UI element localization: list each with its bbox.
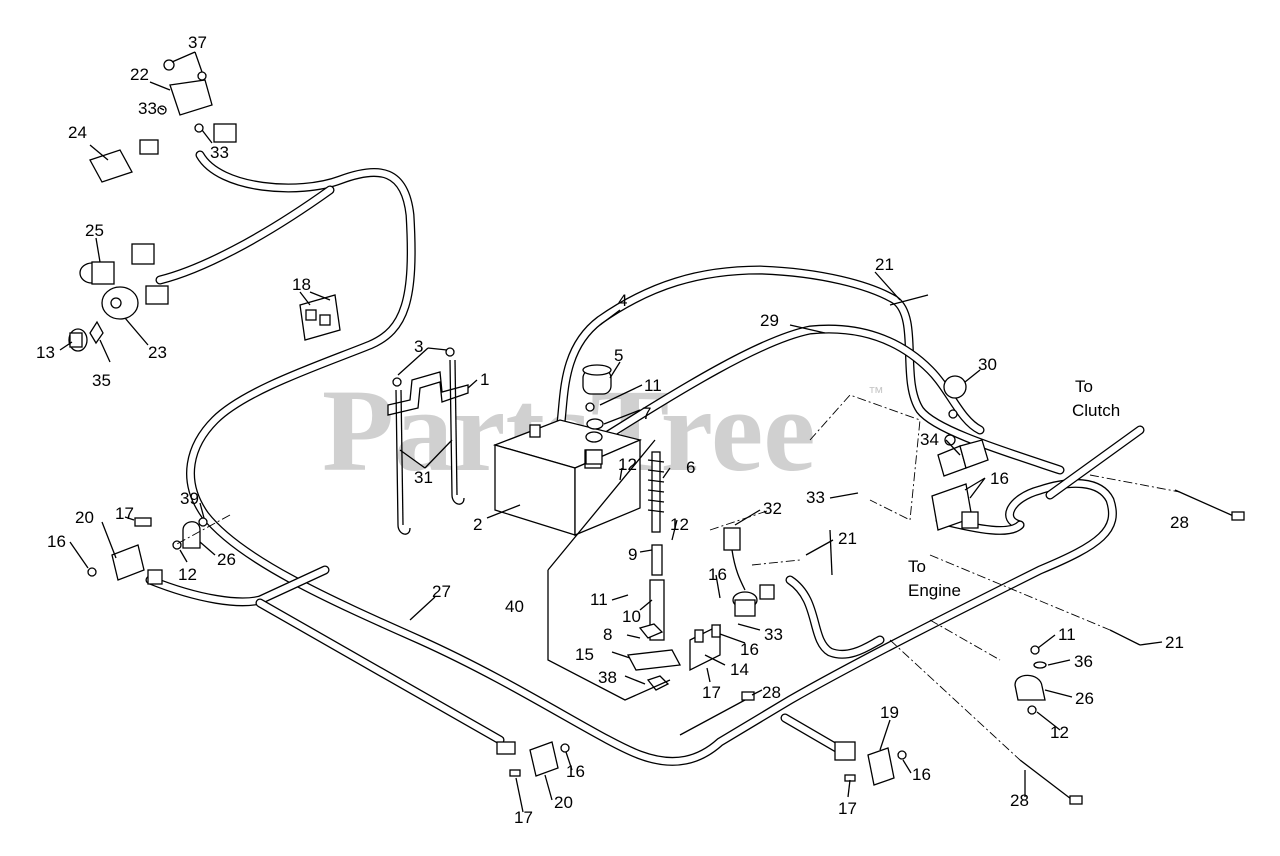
callout-labels: 37 22 33 33 24 25 18 23 13 35 3 1 4 21 2… xyxy=(36,33,1189,827)
callout-22: 22 xyxy=(130,65,149,84)
callout-12: 12 xyxy=(1050,723,1069,742)
callout-8: 8 xyxy=(603,625,612,644)
callout-28: 28 xyxy=(762,683,781,702)
callout-12: 12 xyxy=(618,455,637,474)
callout-26: 26 xyxy=(217,550,236,569)
note-to-clutch-to: To xyxy=(1075,377,1093,396)
callout-33: 33 xyxy=(138,99,157,118)
direction-notes: To Clutch To Engine xyxy=(908,377,1120,600)
callout-11: 11 xyxy=(644,376,662,395)
callout-35: 35 xyxy=(92,371,111,390)
callout-20: 20 xyxy=(554,793,573,812)
callout-28: 28 xyxy=(1010,791,1029,810)
callout-9: 9 xyxy=(628,545,637,564)
callout-21: 21 xyxy=(1165,633,1184,652)
note-to-engine-to: To xyxy=(908,557,926,576)
callout-33: 33 xyxy=(210,143,229,162)
callout-38: 38 xyxy=(598,668,617,687)
leader-lines xyxy=(59,51,1163,813)
callout-24: 24 xyxy=(68,123,87,142)
callout-18: 18 xyxy=(292,275,311,294)
ignition-switch xyxy=(68,243,169,352)
callout-23: 23 xyxy=(148,343,167,362)
hour-meter xyxy=(89,59,237,183)
callout-31: 31 xyxy=(414,468,433,487)
switch-19 xyxy=(834,741,907,786)
callout-27: 27 xyxy=(432,582,451,601)
switch-bottom-left xyxy=(496,741,570,777)
callout-3: 3 xyxy=(414,337,423,356)
clamp-right xyxy=(1014,645,1047,715)
callout-33: 33 xyxy=(764,625,783,644)
callout-2: 2 xyxy=(473,515,482,534)
callout-33: 33 xyxy=(806,488,825,507)
relay-plate xyxy=(809,375,989,531)
callout-12: 12 xyxy=(670,515,689,534)
interlock-switches xyxy=(299,294,341,341)
callout-17: 17 xyxy=(514,808,533,827)
callout-21: 21 xyxy=(875,255,894,274)
callout-28: 28 xyxy=(1170,513,1189,532)
callout-11: 11 xyxy=(1058,625,1076,644)
callout-34: 34 xyxy=(920,430,939,449)
main-harness xyxy=(145,150,1145,766)
cable-ties xyxy=(174,294,1245,805)
switch-bracket xyxy=(689,623,721,672)
callout-32: 32 xyxy=(763,499,782,518)
callout-40: 40 xyxy=(505,597,524,616)
note-to-engine-engine: Engine xyxy=(908,581,961,600)
callout-1: 1 xyxy=(480,370,489,389)
callout-14: 14 xyxy=(730,660,749,679)
callout-37: 37 xyxy=(188,33,207,52)
callout-16: 16 xyxy=(566,762,585,781)
callout-6: 6 xyxy=(686,458,695,477)
callout-11: 11 xyxy=(590,590,608,609)
callout-10: 10 xyxy=(622,607,641,626)
relay-32 xyxy=(709,509,801,617)
callout-7: 7 xyxy=(642,404,651,423)
callout-16: 16 xyxy=(47,532,66,551)
callout-13: 13 xyxy=(36,343,55,362)
callout-30: 30 xyxy=(978,355,997,374)
callout-25: 25 xyxy=(85,221,104,240)
callout-12: 12 xyxy=(178,565,197,584)
j-bolts xyxy=(395,359,465,535)
callout-16: 16 xyxy=(740,640,759,659)
callout-16: 16 xyxy=(708,565,727,584)
callout-36: 36 xyxy=(1074,652,1093,671)
callout-39: 39 xyxy=(180,489,199,508)
watermark-trademark: ™ xyxy=(868,385,884,402)
callout-20: 20 xyxy=(75,508,94,527)
switch-left xyxy=(87,517,163,585)
callout-29: 29 xyxy=(760,311,779,330)
callout-5: 5 xyxy=(614,346,623,365)
callout-15: 15 xyxy=(575,645,594,664)
callout-19: 19 xyxy=(880,703,899,722)
note-to-clutch-clutch: Clutch xyxy=(1072,401,1120,420)
callout-17: 17 xyxy=(115,504,134,523)
battery-bracket xyxy=(387,347,469,416)
callout-17: 17 xyxy=(838,799,857,818)
callout-17: 17 xyxy=(702,683,721,702)
callout-21: 21 xyxy=(838,529,857,548)
callout-26: 26 xyxy=(1075,689,1094,708)
callout-16: 16 xyxy=(990,469,1009,488)
solenoid-5 xyxy=(582,364,612,465)
callout-16: 16 xyxy=(912,765,931,784)
seat-switch-assembly xyxy=(547,439,682,701)
battery xyxy=(492,419,643,536)
callout-4: 4 xyxy=(618,291,627,310)
